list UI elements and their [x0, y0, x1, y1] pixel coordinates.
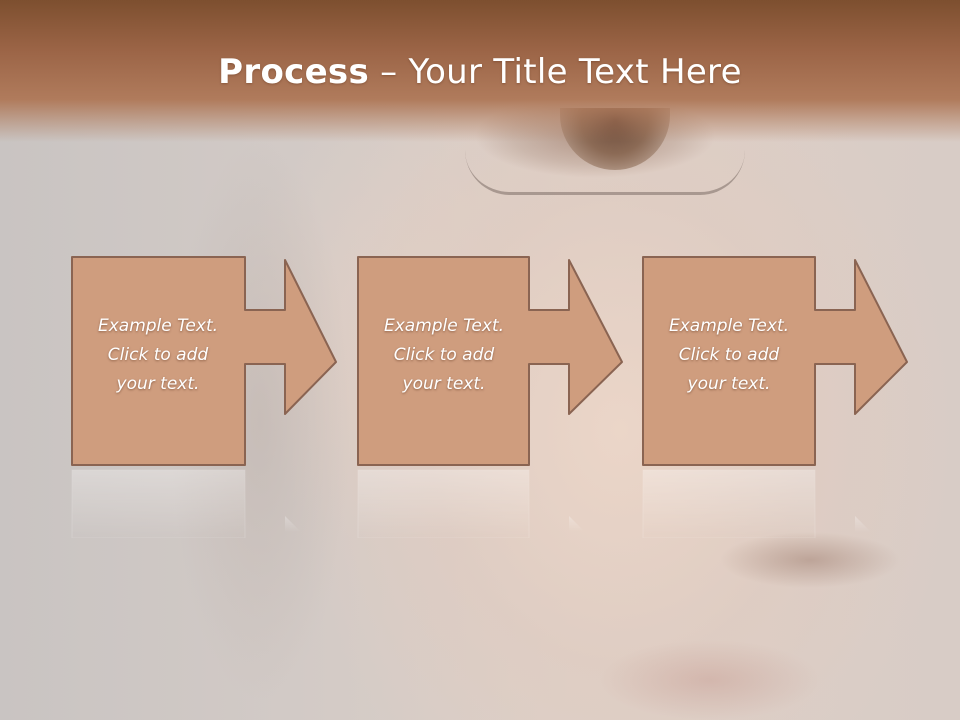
- process-step-1[interactable]: Example Text. Click to add your text.: [71, 256, 341, 538]
- step-reflection: [642, 468, 912, 538]
- step-line-2: Click to add: [107, 345, 209, 365]
- title-bold: Process: [218, 52, 370, 92]
- lash-line: [465, 150, 745, 195]
- title-bar: [0, 0, 960, 142]
- step-text[interactable]: Example Text. Click to add your text.: [359, 312, 529, 399]
- arrow-box-shape: [71, 256, 337, 466]
- step-text[interactable]: Example Text. Click to add your text.: [644, 312, 814, 399]
- title-rest: – Your Title Text Here: [369, 52, 742, 92]
- step-line-1: Example Text.: [97, 316, 219, 336]
- process-step-2[interactable]: Example Text. Click to add your text.: [357, 256, 627, 538]
- step-line-2: Click to add: [393, 345, 495, 365]
- arrow-box-shape: [642, 256, 908, 466]
- step-line-3: your text.: [687, 374, 771, 394]
- step-reflection: [71, 468, 341, 538]
- arrow-box-shape: [357, 256, 623, 466]
- process-step-3[interactable]: Example Text. Click to add your text.: [642, 256, 912, 538]
- step-reflection: [357, 468, 627, 538]
- step-line-3: your text.: [116, 374, 200, 394]
- nostril-shadow: [720, 530, 900, 590]
- slide-title[interactable]: Process – Your Title Text Here: [0, 52, 960, 92]
- step-line-2: Click to add: [678, 345, 780, 365]
- step-line-1: Example Text.: [383, 316, 505, 336]
- step-text[interactable]: Example Text. Click to add your text.: [73, 312, 243, 399]
- step-line-3: your text.: [402, 374, 486, 394]
- step-line-1: Example Text.: [668, 316, 790, 336]
- lip-shading: [600, 640, 820, 720]
